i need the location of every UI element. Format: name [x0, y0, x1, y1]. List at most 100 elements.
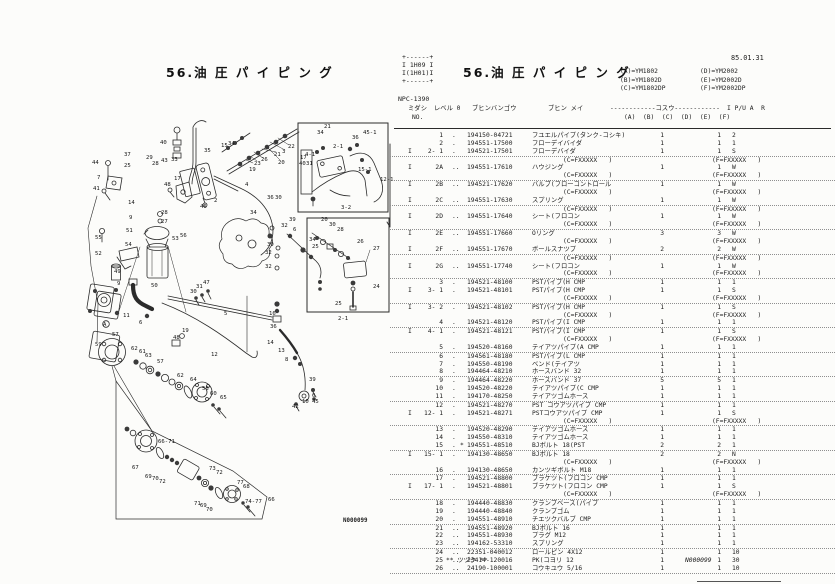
callout-label: 29	[146, 155, 153, 161]
row-cell: シート(フロコン	[532, 213, 580, 221]
row-cell: 194520-48160	[467, 343, 513, 351]
callout-label: 32	[265, 250, 272, 256]
row-cell: 1	[660, 352, 664, 360]
row-cell: ..	[452, 524, 460, 532]
row-cell: .	[452, 483, 456, 491]
row-cell: 1	[717, 475, 721, 483]
callout-label: 30	[329, 222, 336, 228]
callout-label: 6	[293, 227, 296, 233]
row-cell: .	[452, 368, 456, 376]
row-cell: 1	[717, 401, 721, 409]
code-box-line: I 1H09 I	[402, 61, 434, 69]
row-cell: 1	[717, 393, 721, 400]
code-box-line: +------+	[402, 53, 434, 61]
row-cell: (C=FXXXXX )	[563, 156, 613, 164]
row-cell: W	[732, 196, 736, 204]
row-cell: 194521-48270	[467, 401, 513, 409]
row-cell: 1	[717, 483, 721, 491]
row-cell: 1	[660, 466, 664, 474]
row-cell: (F=FXXXXX )	[712, 254, 762, 262]
row-cell: 2	[439, 139, 443, 147]
row-cell: 1	[660, 556, 664, 564]
row-cell: 10	[732, 549, 740, 557]
continuation-row: (C=FXXXXX )(F=FXXXXX )	[390, 157, 835, 165]
row-cell: 1	[732, 475, 736, 483]
callout-label: 24	[373, 284, 380, 290]
row-cell: 1	[439, 132, 443, 139]
row-cell: 1	[660, 343, 664, 351]
row-cell: 194464-48220	[467, 377, 513, 385]
row-cell: .	[452, 409, 456, 417]
callout-label: 56	[180, 233, 187, 239]
code-box-line: +------+	[402, 77, 434, 85]
row-cell: .	[452, 475, 456, 483]
callout-label: 36	[267, 195, 274, 201]
callout-label: 69	[200, 503, 207, 509]
row-cell: 16	[435, 466, 443, 474]
row-cell: ..	[452, 230, 460, 238]
row-cell: 1	[717, 196, 721, 204]
doc-number: NPC-1390	[398, 95, 430, 103]
row-cell: I	[408, 147, 412, 155]
row-cell: ..	[452, 556, 460, 564]
row-cell: バルブ(フローコントロール	[532, 181, 612, 189]
row-cell: ..	[452, 564, 460, 572]
row-cell: 1	[660, 515, 664, 523]
col-ipuar: I P/U A R	[727, 105, 765, 112]
row-cell: 1	[717, 499, 721, 507]
row-cell: ホースバンド 32	[532, 368, 582, 376]
row-cell: 2F	[435, 245, 443, 253]
callout-label: 44	[92, 160, 99, 166]
row-cell: .	[452, 360, 456, 368]
continuation-row: (C=FXXXXX )(F=FXXXXX )	[390, 459, 835, 467]
row-cell: 8	[439, 368, 443, 376]
continuation-row: (C=FXXXXX )(F=FXXXXX )	[390, 418, 835, 427]
row-cell: 194521-48102	[467, 303, 513, 311]
row-cell: 1	[717, 426, 721, 434]
row-cell: ..	[452, 181, 460, 189]
row-cell: I	[408, 213, 412, 221]
header-rule	[394, 128, 831, 129]
row-cell: 194464-48210	[467, 368, 513, 376]
callout-label: 19	[182, 328, 189, 334]
continuation-row: (C=FXXXXX )(F=FXXXXX )	[390, 255, 835, 263]
callout-label: 5	[224, 311, 227, 317]
callout-label: 62	[131, 346, 138, 352]
row-cell: テイアツゴムホース	[532, 434, 589, 442]
row-cell: 1	[660, 532, 664, 540]
callout-label: 31	[306, 161, 313, 167]
callout-label: 36	[352, 135, 359, 141]
row-cell: I	[408, 303, 412, 311]
callout-label: 39	[267, 242, 274, 248]
row-cell: W	[732, 245, 736, 253]
row-cell: 194520-48220	[467, 385, 513, 393]
continuation-row: (C=FXXXXX )(F=FXXXXX )	[390, 221, 835, 231]
row-cell: 1	[732, 499, 736, 507]
row-cell: 1	[717, 147, 721, 155]
row-cell: W	[732, 213, 736, 221]
bottom-rule	[697, 581, 781, 582]
row-cell: 1	[660, 549, 664, 557]
row-cell: 194561-48180	[467, 352, 513, 360]
callout-label: 53	[172, 236, 179, 242]
callout-label: 34	[309, 237, 316, 243]
row-cell: 1	[732, 139, 736, 147]
row-cell: 1	[732, 532, 736, 540]
col-kosu: ------------コスウ------------	[610, 105, 720, 112]
row-cell: S	[732, 287, 736, 295]
row-cell: 3	[439, 279, 443, 287]
row-cell: ボールスナツプ	[532, 245, 577, 253]
row-cell: 194551-17740	[467, 262, 513, 270]
row-cell: 1	[660, 385, 664, 393]
row-cell: 1	[717, 507, 721, 515]
row-cell: 15- 1	[424, 450, 443, 458]
